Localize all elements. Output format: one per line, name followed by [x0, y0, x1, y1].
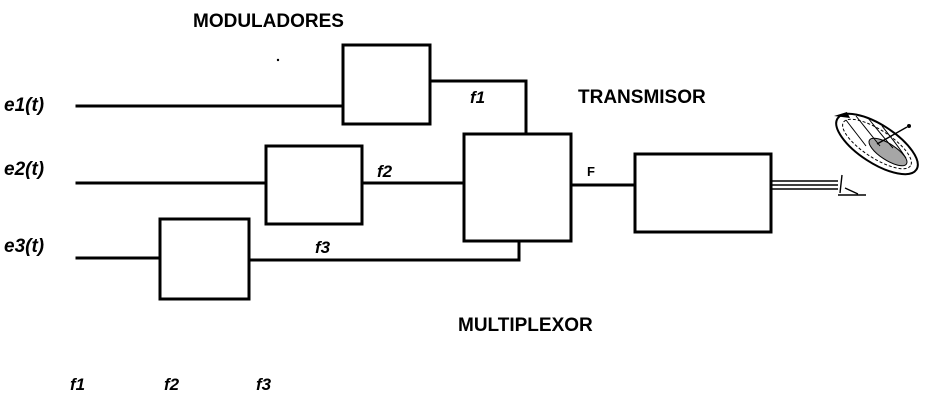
multiplexer-box	[464, 134, 571, 241]
transmitter-box	[635, 154, 771, 232]
input-label-e1: e1(t)	[4, 95, 44, 116]
modulator-2-box	[266, 146, 362, 224]
stray-dot	[277, 59, 279, 61]
footer-label-f1: f1	[70, 375, 85, 394]
footer-label-f2: f2	[164, 375, 180, 394]
modulator-1-box	[343, 45, 430, 124]
satellite-dish-icon	[827, 102, 927, 195]
wire-label-f2: f2	[377, 162, 393, 181]
multiplexor-heading: MULTIPLEXOR	[458, 315, 593, 336]
wire-label-F: F	[587, 164, 595, 179]
wire-label-f1: f1	[470, 88, 485, 107]
modulator-3-box	[160, 219, 249, 299]
input-label-e3: e3(t)	[4, 236, 44, 257]
wire-label-f3: f3	[315, 238, 331, 257]
modulator-3-output-wire	[249, 241, 519, 260]
footer-label-f3: f3	[256, 375, 272, 394]
transmisor-heading: TRANSMISOR	[578, 87, 706, 108]
moduladores-heading: MODULADORES	[193, 11, 344, 32]
input-label-e2: e2(t)	[4, 159, 44, 180]
